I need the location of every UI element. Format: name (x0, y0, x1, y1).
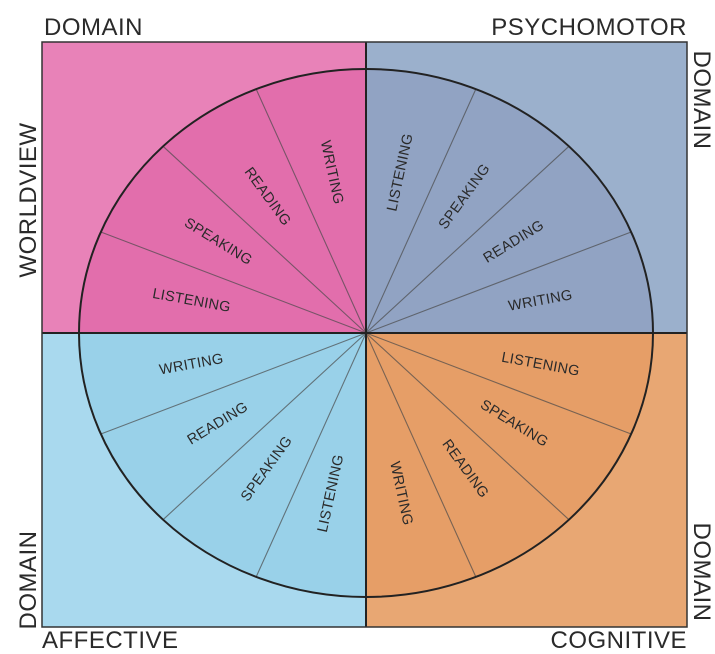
segment-spoke (255, 332, 367, 578)
segment-spoke (162, 145, 367, 334)
segment-spoke (365, 332, 570, 521)
segment-spoke (365, 332, 477, 578)
label-psychomotor: PSYCHOMOTOR (491, 14, 687, 41)
segment-spoke (162, 332, 367, 521)
label-worldview: WORLDVIEW (15, 122, 42, 277)
label-bottom-left-domain: DOMAIN (15, 531, 42, 630)
segment-spoke (365, 88, 477, 334)
segment-spoke (365, 231, 632, 334)
label-bottom-right-domain: DOMAIN (688, 523, 715, 622)
segment-spoke (365, 332, 632, 435)
segment-dividers (100, 88, 632, 578)
label-cognitive: COGNITIVE (550, 627, 687, 654)
outer-border (41, 41, 688, 628)
label-top-right-domain: DOMAIN (688, 51, 715, 150)
segment-spoke (255, 88, 367, 334)
segment-spoke (365, 145, 570, 334)
label-affective: AFFECTIVE (42, 627, 179, 654)
segment-spoke (100, 231, 367, 334)
segment-spoke (100, 332, 367, 435)
label-top-left-domain: DOMAIN (44, 14, 143, 41)
